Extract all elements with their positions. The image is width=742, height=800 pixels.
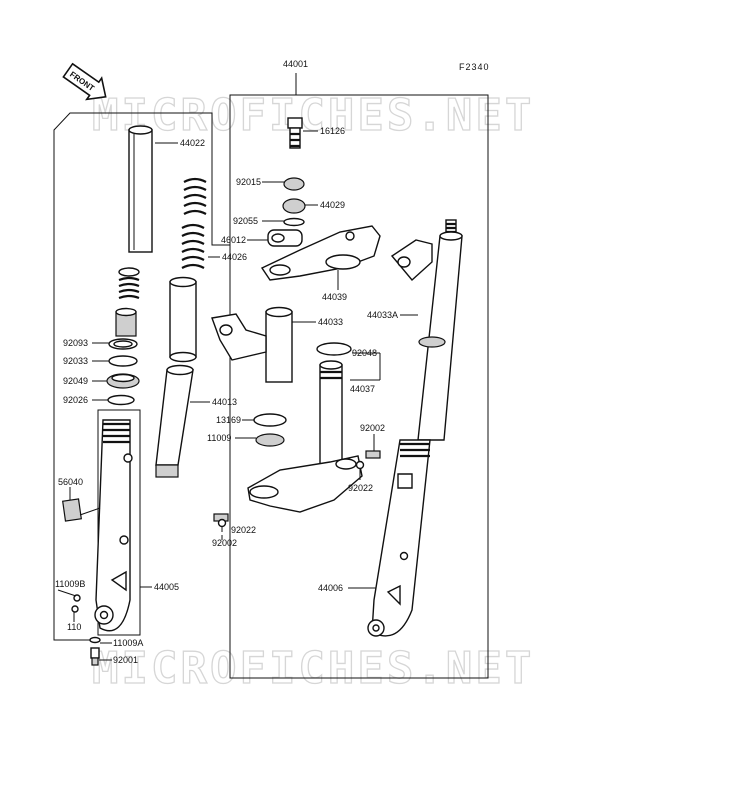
- assembly-frame-right: [229, 73, 489, 679]
- assembly-number: 44001: [283, 59, 308, 69]
- fork-lower-leg-left: [94, 419, 133, 632]
- label-16126: 16126: [320, 126, 345, 136]
- oil-seal-rings: [106, 338, 140, 406]
- label-44026: 44026: [222, 252, 247, 262]
- label-44013: 44013: [212, 397, 237, 407]
- part-labels: 44022 16126 92015 44029 92055 46012 4402…: [55, 126, 398, 665]
- label-44022: 44022: [180, 138, 205, 148]
- label-56040: 56040: [58, 477, 83, 487]
- assembly-frame-left: [53, 112, 230, 641]
- fork-collar-stack: [115, 267, 140, 337]
- label-44033: 44033: [318, 317, 343, 327]
- label-92048: 92048: [352, 348, 377, 358]
- label-92026: 92026: [63, 395, 88, 405]
- label-92049: 92049: [63, 376, 88, 386]
- fork-right-assembly: [367, 219, 463, 637]
- label-44037: 44037: [350, 384, 375, 394]
- label-92022-left: 92022: [231, 525, 256, 535]
- label-44033A: 44033A: [367, 310, 398, 320]
- drain-screw-parts: [71, 594, 101, 666]
- pinch-bolts: [213, 450, 381, 528]
- label-92002-right: 92002: [360, 423, 385, 433]
- fork-spacer-tube: [169, 276, 197, 363]
- label-44039: 44039: [322, 292, 347, 302]
- label-110: 110: [67, 622, 81, 632]
- label-44005: 44005: [154, 582, 179, 592]
- leader-lines: [57, 130, 418, 661]
- steering-stem: [316, 342, 352, 476]
- diagram-code: F2340: [459, 62, 490, 72]
- watermark-top: MICROFICHES.NET: [92, 90, 534, 141]
- fork-inner-tube: [128, 125, 153, 253]
- washer-13169: [253, 413, 287, 427]
- lower-triple-clamp: [247, 455, 363, 513]
- label-92001: 92001: [113, 655, 138, 665]
- label-92093: 92093: [63, 338, 88, 348]
- label-11009A: 11009A: [113, 638, 143, 648]
- label-46012: 46012: [221, 235, 246, 245]
- label-44006: 44006: [318, 583, 343, 593]
- label-92033: 92033: [63, 356, 88, 366]
- label-11009: 11009: [207, 433, 231, 443]
- label-13169: 13169: [216, 415, 241, 425]
- label-92002-left: 92002: [212, 538, 237, 548]
- label-92022-right: 92022: [348, 483, 373, 493]
- damper-tube: [155, 364, 194, 478]
- label-92015: 92015: [236, 177, 261, 187]
- label-11009B: 11009B: [55, 579, 85, 589]
- steering-stem-top-parts: [267, 117, 306, 247]
- headlight-bracket-left: [211, 306, 293, 383]
- label-44029: 44029: [320, 200, 345, 210]
- fork-spring: [181, 177, 207, 269]
- label-92055: 92055: [233, 216, 258, 226]
- lower-tube-frame: [97, 409, 141, 636]
- watermark-bottom: MICROFICHES.NET: [92, 643, 534, 694]
- caution-label-plate: [62, 498, 82, 522]
- washer-11009: [255, 433, 285, 447]
